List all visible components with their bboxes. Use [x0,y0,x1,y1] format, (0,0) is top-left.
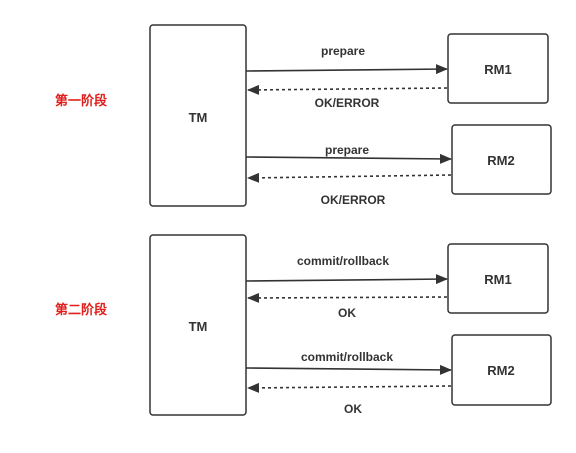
phase1-rm2-response-arrow [247,172,452,183]
phase2-rm2-request-label: commit/rollback [301,350,393,364]
phase2-tm-box: TM [149,234,247,416]
phase1-rm1-response-arrow [247,84,448,95]
phase2-rm1-box: RM1 [447,243,549,314]
phase2-rm1-request-arrow [245,274,448,285]
phase1-group: 第一阶段 TM RM1 RM2 prepare OK/ERROR prepare… [55,24,552,207]
phase2-label: 第二阶段 [55,302,107,318]
phase1-rm2-label: RM2 [487,153,514,168]
phase2-rm1-request-label: commit/rollback [297,254,389,268]
phase2-rm2-request-arrow [245,364,452,375]
phase1-tm-label: TM [189,110,208,125]
phase1-rm2-box: RM2 [451,124,552,195]
phase1-rm2-response-label: OK/ERROR [321,193,386,207]
phase2-rm1-label: RM1 [484,272,511,287]
phase1-rm1-box: RM1 [447,33,549,104]
phase1-rm1-request-arrow [245,64,448,75]
phase1-rm2-request-label: prepare [325,143,369,157]
phase1-rm2-request-arrow [245,153,452,164]
phase2-rm2-label: RM2 [487,363,514,378]
phase2-rm2-response-arrow [247,382,452,393]
phase2-tm-label: TM [189,319,208,334]
phase1-rm1-request-label: prepare [321,44,365,58]
phase1-label: 第一阶段 [55,93,107,109]
phase2-group: 第二阶段 TM RM1 RM2 commit/rollback OK commi… [55,234,552,416]
phase1-rm1-label: RM1 [484,62,511,77]
phase2-rm2-box: RM2 [451,334,552,406]
phase2-rm1-response-arrow [247,292,448,303]
phase1-rm1-response-label: OK/ERROR [315,96,380,110]
phase2-rm2-response-label: OK [344,402,362,416]
phase2-rm1-response-label: OK [338,306,356,320]
phase1-tm-box: TM [149,24,247,207]
